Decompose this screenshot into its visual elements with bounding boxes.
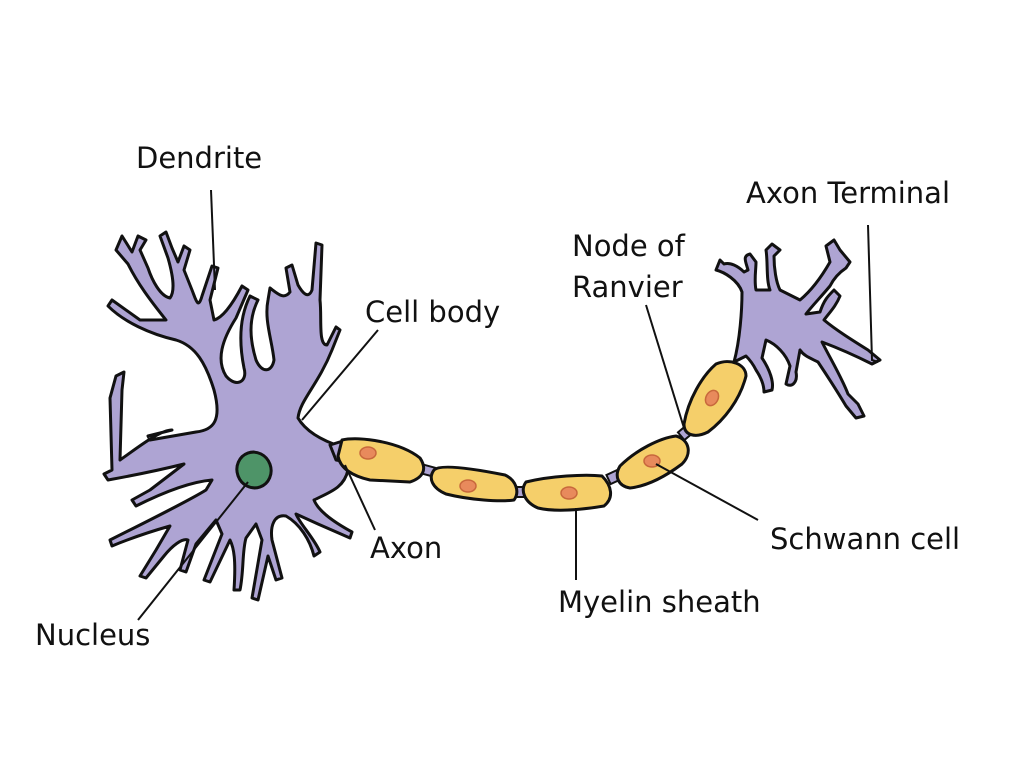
axon-terminal-branches [714,238,882,420]
label-axon-terminal: Axon Terminal [746,176,950,210]
soma-with-dendrites [102,230,354,602]
axon-leader [344,464,376,531]
node-of-ranvier-leader [645,304,685,429]
label-nucleus: Nucleus [35,618,150,652]
schwann-nucleus-1 [359,446,377,460]
axon-terminal-leader [867,224,879,363]
nucleus-organelle [235,450,273,490]
leader-lines [137,189,879,621]
label-myelin-sheath: Myelin sheath [558,585,761,619]
schwann-nucleus-2 [459,479,477,493]
cell-body-leader [301,329,379,421]
label-cell-body: Cell body [365,295,500,329]
label-schwann-cell: Schwann cell [770,522,960,556]
schwann-cell-leader [655,463,759,521]
cell-body-and-dendrites [102,230,354,602]
dendrite-leader [210,189,216,291]
label-dendrite: Dendrite [136,141,262,175]
label-node-of-ranvier-line2: Ranvier [572,270,683,304]
label-node-of-ranvier-line1: Node of [572,229,686,263]
label-axon: Axon [370,531,442,565]
axon-chain [328,360,748,512]
schwann-nucleus-5 [704,389,720,407]
schwann-nucleus-3 [560,486,578,500]
nucleus-leader [137,481,249,621]
labels: Dendrite Cell body Axon Nucleus Node of … [35,141,960,652]
